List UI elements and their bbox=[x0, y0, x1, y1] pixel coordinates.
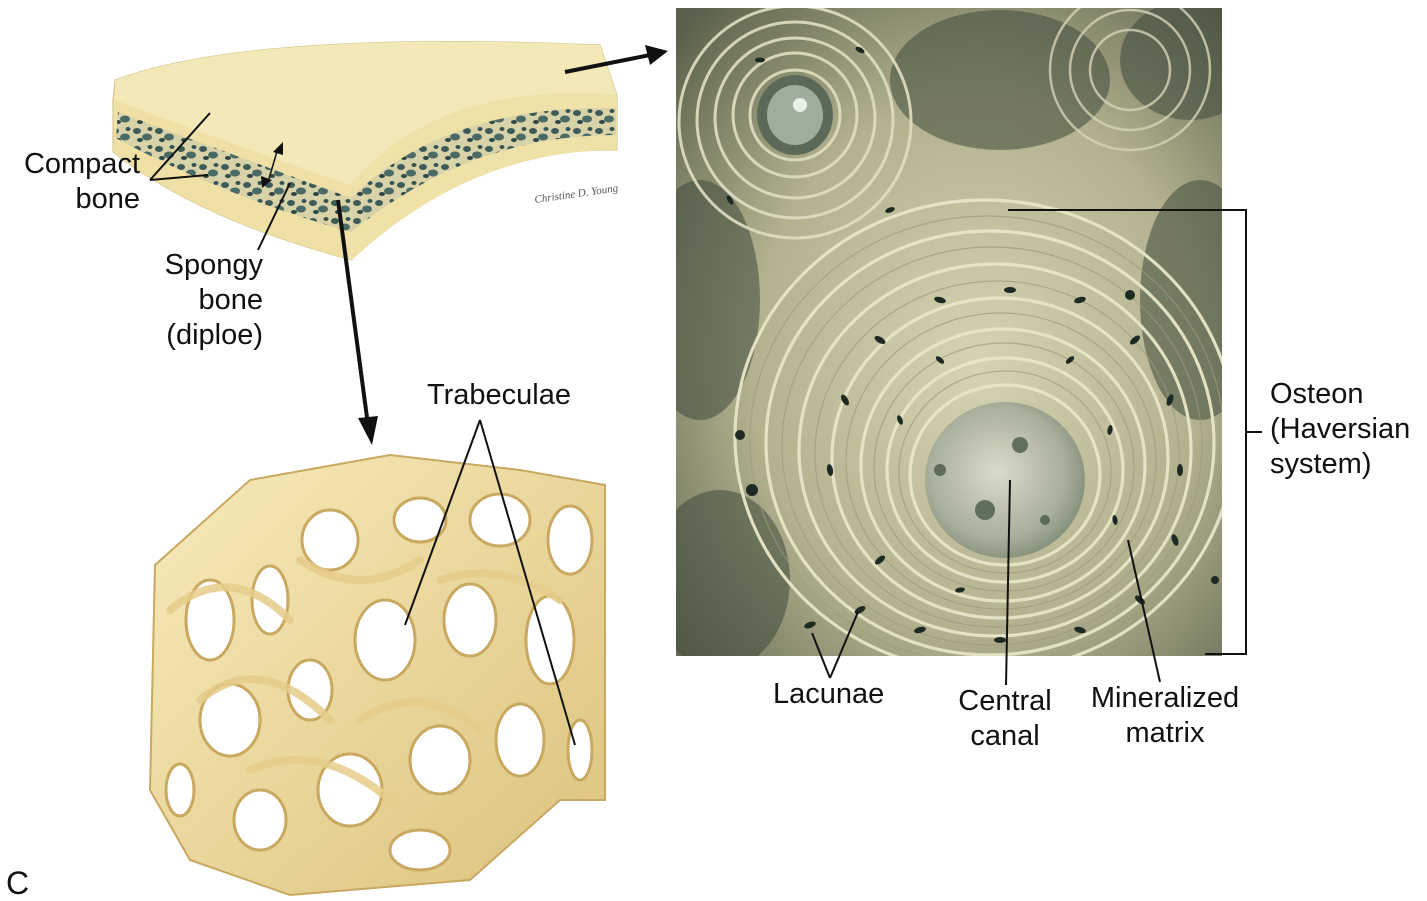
panel-letter: C bbox=[6, 866, 29, 901]
mineralized-matrix-label: Mineralized matrix bbox=[1080, 681, 1250, 751]
artist-signature: Christine D. Young bbox=[534, 182, 620, 206]
osteon-micrograph bbox=[640, 0, 1260, 672]
osteon-label: Osteon (Haversian system) bbox=[1270, 377, 1410, 482]
lacunae-label: Lacunae bbox=[773, 677, 884, 712]
spongy-bone-label: Spongy bone (diploe) bbox=[140, 248, 263, 353]
central-canal-label: Central canal bbox=[945, 684, 1065, 754]
trabeculae-label: Trabeculae bbox=[427, 378, 571, 413]
spongy-bone-block bbox=[150, 455, 605, 895]
compact-bone-label: Compact bone bbox=[10, 147, 140, 217]
flat-bone-slab: Christine D. Young bbox=[113, 42, 619, 260]
